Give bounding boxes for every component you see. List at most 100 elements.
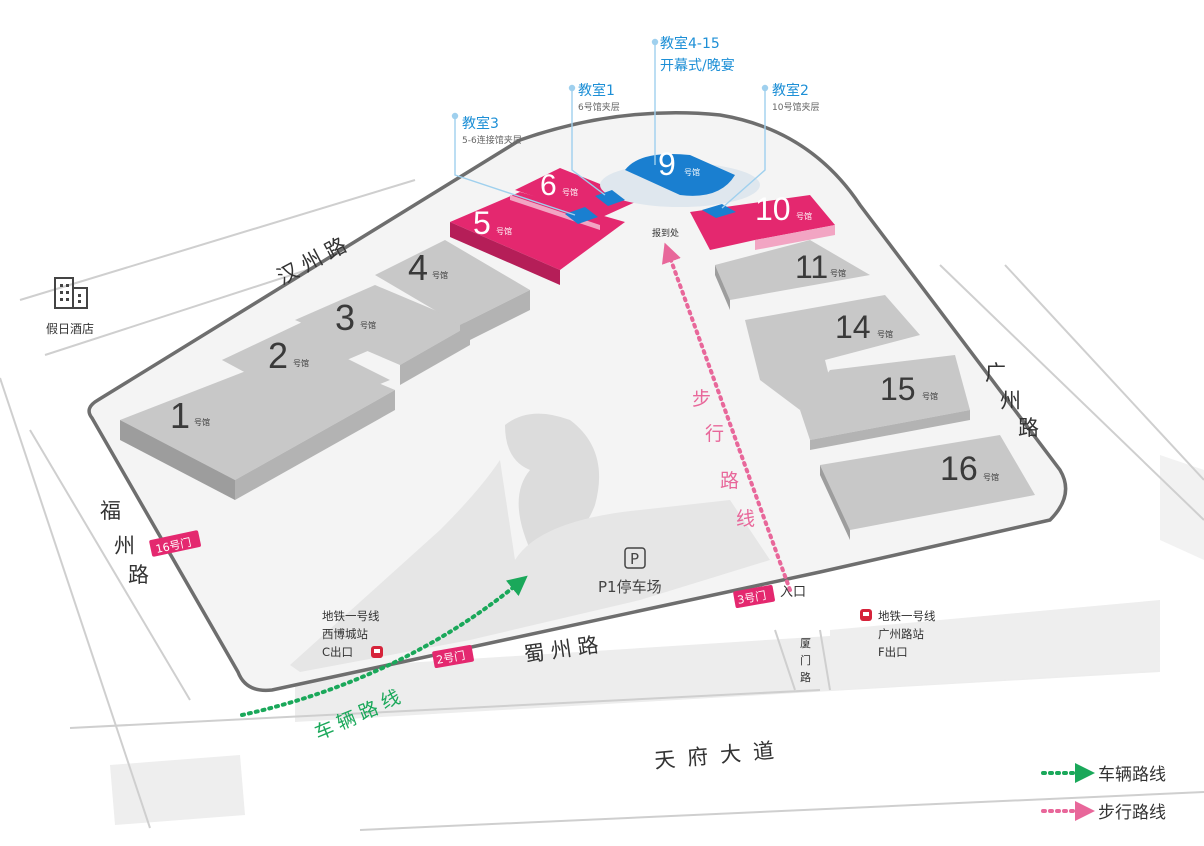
road-lines [0, 179, 1204, 831]
walking-route-char-2: 行 [705, 423, 724, 445]
gate-16-badge [149, 530, 201, 557]
halls-gray [120, 240, 1035, 540]
hall-4-suffix: 号馆 [432, 270, 448, 280]
hall-9-suffix: 号馆 [684, 167, 700, 177]
xiamen-road-line-west [774, 629, 796, 691]
metro-west: 地铁一号线 西博城站 C出口 [322, 609, 383, 659]
gate-3-badge [733, 584, 775, 609]
road-strip-guangzhou [1160, 455, 1204, 560]
road-label-xiamen-2: 门 [800, 653, 811, 667]
road-label-guangzhou-1: 广 [985, 361, 1006, 385]
hall-16 [820, 435, 1035, 540]
hall-1-front [235, 390, 395, 500]
hotel-label: 假日酒店 [46, 322, 94, 336]
hall-14-number: 14 [835, 309, 871, 345]
hall-14 [745, 295, 920, 410]
hall-5-front [450, 222, 560, 285]
hall-11 [715, 240, 870, 310]
legend: 车辆路线 步行路线 [1041, 763, 1166, 823]
hall-14-top [745, 295, 920, 410]
callout-3 [454, 116, 576, 216]
metro-east-icon [860, 609, 872, 621]
hall-9-number: 9 [658, 146, 676, 182]
hall-4 [375, 240, 530, 345]
walking-route-char-1: 步 [692, 388, 711, 410]
road-label-fuzhou: 福 州 路 [100, 499, 149, 587]
callout-1 [571, 88, 606, 196]
hall-3-number: 3 [335, 297, 355, 338]
hall-10-front [755, 225, 835, 250]
callout-2 [721, 88, 766, 209]
road-label-xiamen-3: 路 [800, 671, 811, 684]
hall-15-number: 15 [880, 371, 916, 407]
tianfu-road-line-south [359, 791, 1204, 831]
gate-2: 2号门 [432, 644, 474, 669]
road-label-guangzhou-2: 州 [1000, 389, 1021, 413]
metro-west-line: 地铁一号线 [322, 609, 380, 623]
road-label-tianfu: 天府大道 [653, 738, 787, 773]
metro-west-station: 西博城站 [322, 627, 368, 641]
hall-11-suffix: 号馆 [830, 268, 846, 278]
road-label-xiamen: 厦 门 路 [800, 637, 811, 684]
room-1-block [595, 190, 625, 206]
hall-6-suffix: 号馆 [562, 187, 578, 197]
road-label-fuzhou-3: 路 [128, 563, 149, 587]
park-lawn [290, 460, 770, 672]
road-label-xiamen-1: 厦 [800, 637, 811, 650]
parking-label: P1停车场 [598, 578, 662, 596]
callout-1-dot [568, 84, 576, 92]
hall-1-suffix: 号馆 [194, 417, 210, 427]
legend-car: 车辆路线 [1041, 763, 1166, 785]
metro-east-station: 广州路站 [878, 627, 924, 641]
legend-car-label: 车辆路线 [1098, 765, 1166, 785]
hall-11-number: 11 [795, 249, 828, 285]
room-4-15-title: 教室4-15 [660, 35, 720, 52]
metro-west-exit: C出口 [322, 645, 353, 659]
park-area [290, 413, 770, 672]
hall-3 [295, 285, 470, 385]
road-label-guangzhou-3: 路 [1018, 416, 1039, 440]
metro-east-line: 地铁一号线 [878, 609, 936, 623]
room-3-title: 教室3 [462, 115, 499, 132]
gate-3-label: 3号门 [736, 588, 767, 607]
guangzhou-road-line-outer [939, 264, 1204, 521]
hall-9-area [565, 154, 760, 224]
room-1-title: 教室1 [578, 82, 615, 99]
hall-16-number: 16 [940, 450, 978, 488]
walking-route-label: 步 行 路 线 [692, 388, 755, 530]
road-label-fuzhou-1: 福 [100, 499, 121, 523]
hall-4-front [460, 290, 530, 345]
parking-symbol: P [630, 550, 639, 568]
hall-10-suffix: 号馆 [796, 211, 812, 221]
car-route-line [240, 575, 528, 717]
hall-1-side [120, 420, 235, 500]
room-2-block [702, 204, 736, 218]
hall-16-suffix: 号馆 [983, 472, 999, 482]
room-3-block [565, 207, 598, 224]
gate-3: 3号门 [733, 584, 775, 609]
room-1-subtitle: 6号馆夹层 [578, 101, 620, 113]
walking-route-char-3: 路 [720, 470, 739, 492]
gate-2-label: 2号门 [435, 648, 466, 667]
hall-14-suffix: 号馆 [877, 329, 893, 339]
metro-east-exit: F出口 [878, 645, 908, 659]
hall-16-side [820, 465, 850, 540]
room-callouts [451, 38, 769, 216]
hanzhou-road-line-outer [19, 179, 416, 301]
hotel-marker: 假日酒店 [46, 277, 94, 336]
car-route-char-1: 车 [312, 717, 338, 745]
hall-3-suffix: 号馆 [360, 320, 376, 330]
metro-west-icon [371, 646, 383, 658]
hall-labels: 1 号馆 2 号馆 3 号馆 4 号馆 5 号馆 6 号馆 9 号馆 10 号馆… [170, 146, 999, 488]
hall-10-number: 10 [755, 191, 791, 227]
legend-walk-label: 步行路线 [1098, 803, 1166, 823]
gate-2-badge [432, 644, 474, 669]
hall-6-number: 6 [540, 169, 557, 202]
hotel-icon [54, 277, 88, 309]
room-3-subtitle: 5-6连接馆夹层 [462, 134, 522, 146]
hall-11-top [715, 240, 870, 300]
road-strip-sw [110, 755, 245, 825]
hall-3-front [400, 325, 470, 385]
hall-16-top [820, 435, 1035, 530]
